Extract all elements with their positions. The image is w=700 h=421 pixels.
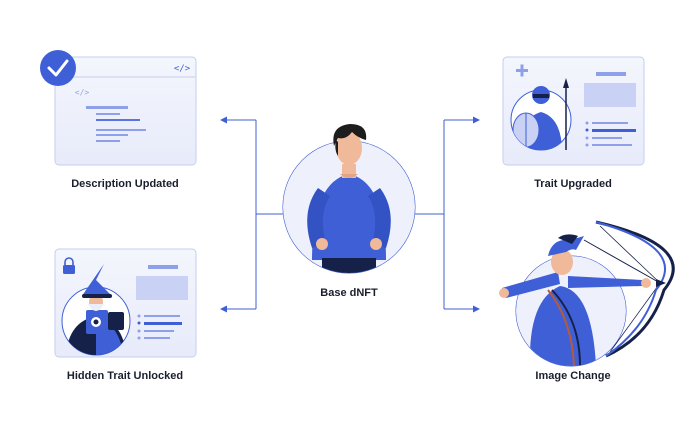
trait-lines xyxy=(137,314,182,340)
description-panel: </> </> xyxy=(54,56,197,166)
wizard-figure xyxy=(61,264,131,356)
arrow-to-image-change xyxy=(473,305,480,313)
label-image-change: Image Change xyxy=(535,370,611,382)
base-dnft-avatar xyxy=(282,124,416,274)
connector-right xyxy=(415,119,474,310)
arrow-to-description xyxy=(220,116,227,124)
label-trait-upgraded: Trait Upgraded xyxy=(534,178,612,190)
trait-lines xyxy=(585,121,636,147)
lock-icon xyxy=(63,257,75,274)
check-circle-icon xyxy=(40,50,76,86)
archer-figure xyxy=(499,220,675,367)
plus-icon xyxy=(516,64,528,77)
arrow-to-trait-upgraded xyxy=(473,116,480,124)
code-tag-body: </> xyxy=(75,88,90,97)
label-hidden-trait-unlocked: Hidden Trait Unlocked xyxy=(66,370,184,382)
arrow-to-hidden-trait xyxy=(220,305,227,313)
label-base-dnft: Base dNFT xyxy=(320,287,378,299)
connector-left xyxy=(226,119,283,310)
code-tag-top: </> xyxy=(174,64,191,74)
label-description-updated: Description Updated xyxy=(71,178,179,190)
knight-figure xyxy=(510,78,572,151)
code-lines xyxy=(86,106,146,142)
